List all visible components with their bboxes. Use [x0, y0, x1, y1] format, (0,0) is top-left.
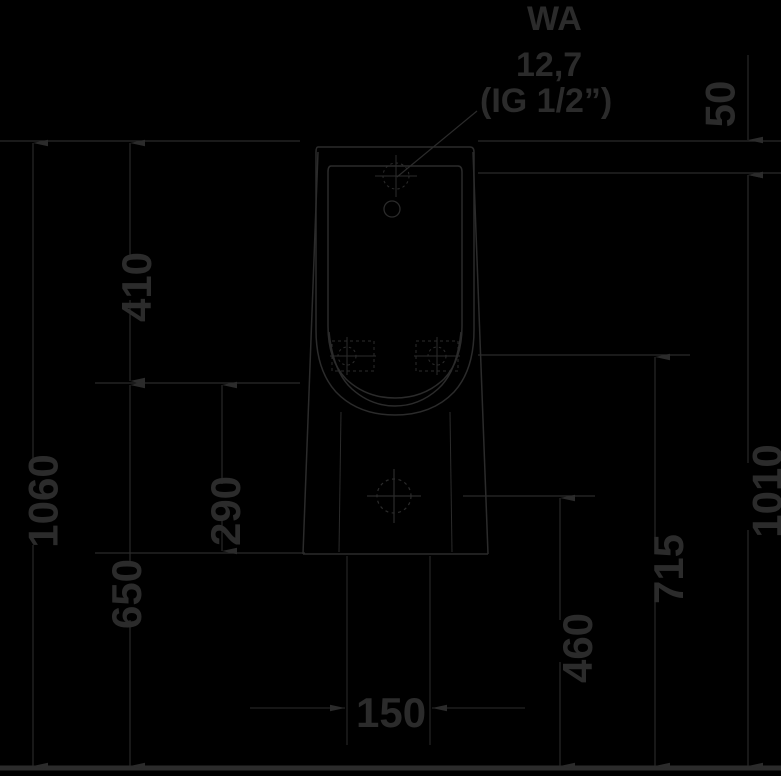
water-connection-thread: (IG 1/2”) [480, 82, 613, 120]
dimension-label-715: 715 [645, 533, 693, 605]
urinal-bowl-inner-curve [328, 331, 462, 407]
dimension-label-50: 50 [696, 80, 744, 128]
pedestal-crease-left [338, 411, 342, 553]
fixing-right-circle [427, 346, 447, 366]
water-connection-label: WA [527, 0, 582, 38]
pedestal-crease-right [449, 411, 453, 553]
dimension-label-460: 460 [554, 612, 602, 684]
overflow-hole-circle [383, 200, 401, 218]
water-connection-value: 12,7 [516, 46, 583, 84]
dimension-lines [32, 55, 763, 770]
urinal-pedestal-left [302, 151, 319, 555]
dimension-label-650: 650 [103, 558, 151, 630]
fixing-point-right [414, 337, 460, 375]
urinal-pedestal-right [472, 151, 489, 555]
water-inlet-marker [375, 155, 417, 197]
fixture-markers [330, 155, 460, 523]
fixing-left-circle [337, 346, 357, 366]
leader-line-wa [396, 110, 478, 178]
urinal-bowl-outer [315, 146, 475, 416]
dimension-label-1010: 1010 [743, 444, 781, 538]
urinal-bowl-rim [327, 165, 463, 399]
reference-lines [0, 140, 781, 771]
dimension-label-150: 150 [356, 689, 427, 736]
fixing-point-left [330, 337, 376, 375]
wa-leader [396, 110, 478, 178]
drain-outlet-marker [367, 469, 421, 523]
dimension-label-1060: 1060 [19, 454, 67, 548]
urinal-body [302, 146, 489, 555]
dimension-label-410: 410 [113, 251, 161, 323]
dimension-label-290: 290 [202, 475, 250, 547]
